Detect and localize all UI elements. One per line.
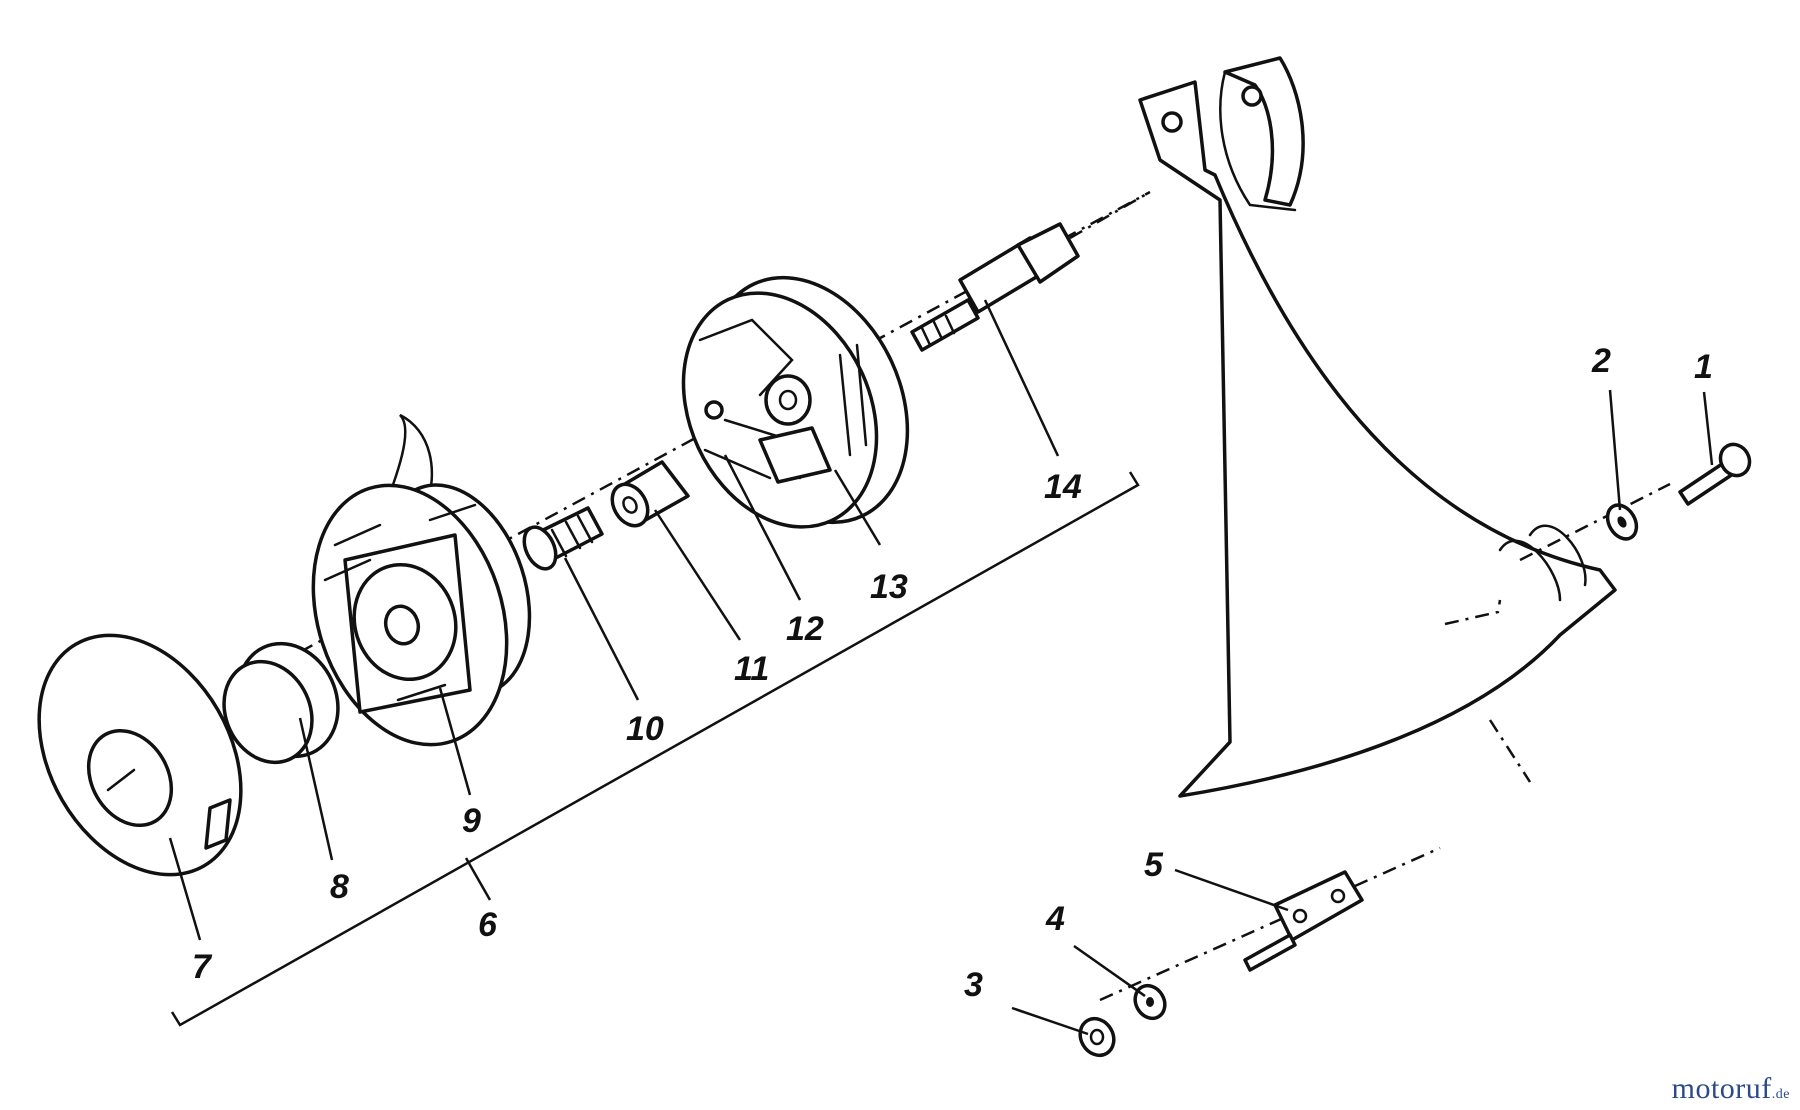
- assembly-6-bracket: [170, 471, 1140, 1027]
- callout-13: 13: [870, 568, 908, 606]
- part-2-washer: [1605, 503, 1639, 541]
- part-14-arbor-bolt: [910, 222, 1080, 352]
- callout-7: 7: [192, 948, 213, 986]
- part-13-insert: [758, 426, 832, 484]
- callout-4: 4: [1045, 900, 1065, 938]
- watermark-brand: motoruf: [1671, 1072, 1772, 1105]
- part-4-washer: [1133, 983, 1167, 1021]
- part-12-head-housing: [681, 275, 910, 529]
- callout-8: 8: [330, 868, 349, 906]
- part-3-nut: [1078, 1016, 1116, 1058]
- callout-9: 9: [462, 802, 481, 840]
- callout-11: 11: [734, 650, 769, 688]
- callout-3: 3: [964, 966, 983, 1004]
- watermark-suffix: .de: [1771, 1087, 1790, 1102]
- callout-6: 6: [478, 906, 498, 944]
- part-7-cover-cap: [37, 633, 243, 877]
- part-9-line-spool: [311, 413, 532, 747]
- part-11-nut: [610, 460, 690, 528]
- part-1-screw: [1678, 442, 1752, 506]
- callout-5: 5: [1144, 846, 1164, 884]
- callout-12: 12: [786, 610, 824, 648]
- leader-lines: [168, 299, 1714, 1036]
- grass-guard-shield: [1138, 56, 1617, 798]
- callout-14: 14: [1044, 468, 1082, 506]
- watermark-logo: motoruf.de: [1672, 1072, 1790, 1106]
- callout-2: 2: [1591, 342, 1611, 380]
- callout-1: 1: [1694, 348, 1713, 386]
- part-8-spool-hub: [222, 641, 340, 765]
- part-10-spring: [522, 506, 604, 571]
- callout-10: 10: [626, 710, 664, 748]
- part-5-bracket: [1243, 870, 1364, 972]
